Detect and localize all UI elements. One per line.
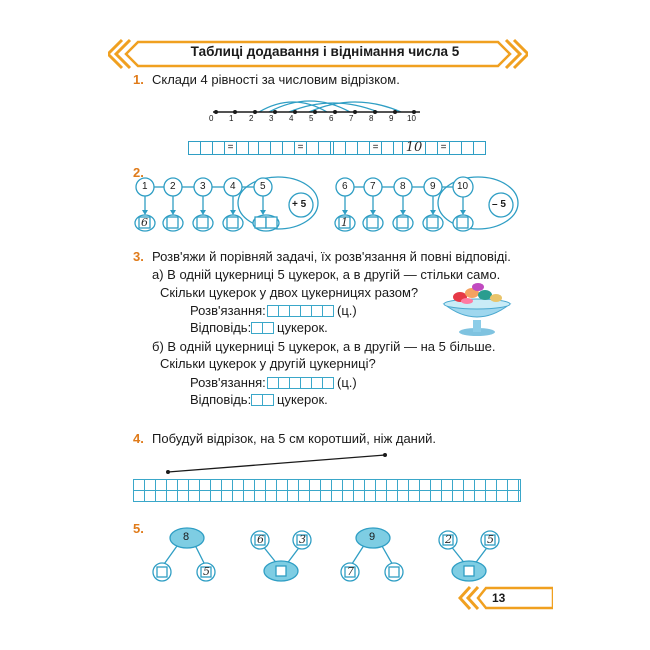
task-4-text: Побудуй відрізок, на 5 см коротший, ніж … xyxy=(152,431,437,446)
solution-label-a: Розв'язання: xyxy=(190,303,266,318)
circle-value: 2 xyxy=(170,181,176,192)
composition-labels: 8 5 6 3 9 7 2 5 xyxy=(140,525,530,585)
tick-label: 7 xyxy=(349,114,354,123)
number-composition-diagrams xyxy=(152,527,500,582)
chain-right-labels: 6 7 8 9 10 – 5 1 xyxy=(328,172,528,237)
composition-part[interactable]: 6 xyxy=(257,533,264,546)
tick-label: 10 xyxy=(407,114,416,123)
tick-label: 8 xyxy=(369,114,374,123)
tick-label: 3 xyxy=(269,114,274,123)
tick-label: 2 xyxy=(249,114,254,123)
composition-part[interactable]: 3 xyxy=(299,533,306,546)
task-1-number: 1. xyxy=(133,72,144,87)
circle-value: 7 xyxy=(370,181,376,192)
chain-left-labels: 1 2 3 4 5 + 5 6 xyxy=(128,172,328,237)
answer-input-b[interactable] xyxy=(251,394,274,406)
composition-part[interactable]: 5 xyxy=(487,533,494,546)
task-3a-line1: а) В одній цукерниці 5 цукерок, а в друг… xyxy=(152,267,501,282)
task-3-number: 3. xyxy=(133,249,144,264)
composition-whole: 8 xyxy=(183,531,190,543)
task-4-number: 4. xyxy=(133,431,144,446)
solution-label-b: Розв'язання: xyxy=(190,375,266,390)
header-banner xyxy=(108,38,528,70)
task-3b-line1: б) В одній цукерниці 5 цукерок, а в друг… xyxy=(152,339,496,354)
task-3-text: Розв'яжи й порівняй задачі, їх розв'язан… xyxy=(152,249,511,264)
solution-input-a[interactable] xyxy=(267,305,334,317)
task-1-text: Склади 4 рівності за числовим відрізком. xyxy=(152,72,400,87)
answer-label-b: Відповідь: xyxy=(190,392,252,407)
candy-bowl-illustration xyxy=(442,283,512,336)
number-line xyxy=(213,100,420,114)
tick-label: 5 xyxy=(309,114,314,123)
equation-box-4[interactable]: 10= xyxy=(402,141,486,155)
circle-value: 5 xyxy=(260,181,266,192)
chain-diagram-right xyxy=(334,176,519,232)
answer-cell[interactable]: 6 xyxy=(141,216,148,229)
operator-label: – 5 xyxy=(492,199,506,210)
composition-part[interactable]: 5 xyxy=(203,565,210,578)
tick-label: 6 xyxy=(329,114,334,123)
circle-value: 1 xyxy=(142,181,148,192)
composition-part[interactable]: 2 xyxy=(445,533,452,546)
page-number-banner xyxy=(458,585,553,611)
handwritten-ten: 10 xyxy=(403,141,426,154)
answer-label-a: Відповідь: xyxy=(190,320,252,335)
answer-cell[interactable]: 1 xyxy=(341,216,348,229)
tick-label: 1 xyxy=(229,114,234,123)
composition-part[interactable]: 7 xyxy=(347,565,354,578)
tick-label: 4 xyxy=(289,114,294,123)
page-title: Таблиці додавання і віднімання числа 5 xyxy=(190,44,460,59)
task-3b-line2: Скільки цукерок у другій цукерниці? xyxy=(160,356,376,371)
given-segment xyxy=(166,453,387,474)
page-number: 13 xyxy=(492,591,506,605)
grid-strip[interactable] xyxy=(133,479,521,502)
answer-word-a: цукерок. xyxy=(277,320,328,335)
circle-value: 10 xyxy=(457,181,469,192)
tick-label: 9 xyxy=(389,114,394,123)
circle-value: 6 xyxy=(342,181,348,192)
chain-diagram-left xyxy=(134,176,319,232)
task-3a-line2: Скільки цукерок у двох цукерницях разом? xyxy=(160,285,419,300)
task-5-number: 5. xyxy=(133,521,144,536)
tick-label: 0 xyxy=(209,114,214,123)
circle-value: 3 xyxy=(200,181,206,192)
unit-label-b: (ц.) xyxy=(337,375,357,390)
circle-value: 4 xyxy=(230,181,236,192)
answer-input-a[interactable] xyxy=(251,322,274,334)
composition-whole: 9 xyxy=(369,531,376,543)
solution-input-b[interactable] xyxy=(267,377,334,389)
circle-value: 8 xyxy=(400,181,406,192)
unit-label-a: (ц.) xyxy=(337,303,357,318)
answer-word-b: цукерок. xyxy=(277,392,328,407)
circle-value: 9 xyxy=(430,181,436,192)
operator-label: + 5 xyxy=(292,199,307,210)
equation-box-2[interactable]: = xyxy=(258,141,343,155)
task-2-number: 2. xyxy=(133,165,144,180)
